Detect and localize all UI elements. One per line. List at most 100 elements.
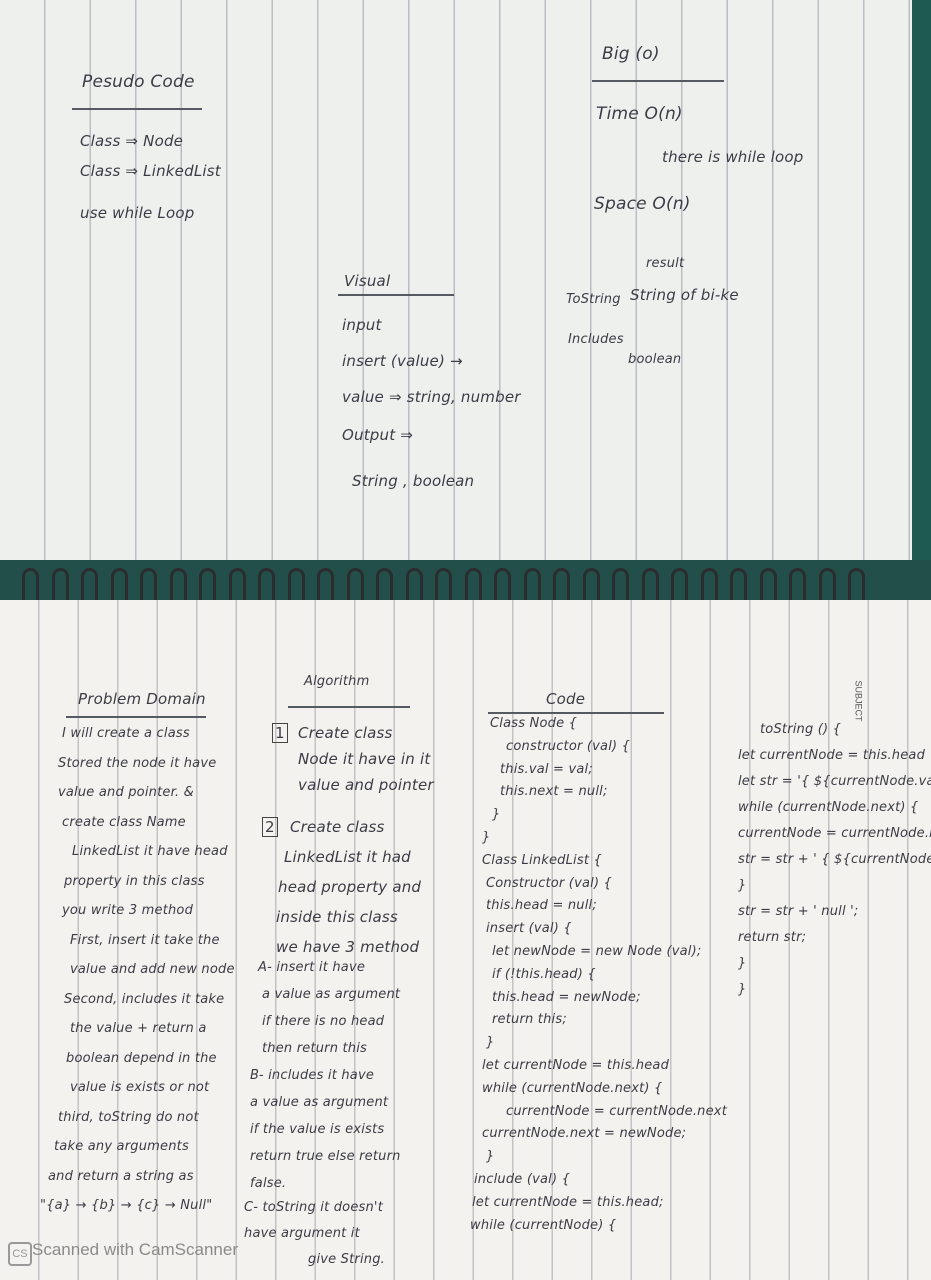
tostring-code-line-11: } bbox=[738, 982, 747, 997]
tostring-code-line-5: currentNode = currentNode.next bbox=[738, 826, 931, 841]
code-line-6: } bbox=[482, 830, 491, 845]
pseudo-line-3: use while Loop bbox=[80, 204, 195, 222]
time-note: there is while loop bbox=[662, 148, 804, 166]
problem-domain-line-1: I will create a class bbox=[62, 726, 190, 741]
algorithm-step-2-line-2: LinkedList it had bbox=[284, 848, 411, 866]
code-line-22: let currentNode = this.head; bbox=[472, 1194, 664, 1210]
includes-label: Includes bbox=[568, 332, 624, 347]
visual-line-2: insert (value) → bbox=[342, 352, 463, 370]
top-notebook-page: Pesudo Code Class ⇒ Node Class ⇒ LinkedL… bbox=[0, 0, 912, 560]
code-title: Code bbox=[546, 690, 586, 708]
problem-domain-line-8: First, insert it take the bbox=[70, 932, 220, 948]
code-line-16: let currentNode = this.head bbox=[482, 1058, 670, 1073]
code-line-3: this.val = val; bbox=[500, 761, 593, 777]
tostring-code-line-4: while (currentNode.next) { bbox=[738, 800, 919, 815]
visual-line-3: value ⇒ string, number bbox=[342, 388, 521, 406]
visual-line-4: Output ⇒ bbox=[342, 426, 414, 444]
camscanner-watermark: Scanned with CamScanner bbox=[32, 1240, 239, 1259]
code-line-14: return this; bbox=[492, 1012, 567, 1028]
space-complexity: Space O(n) bbox=[594, 194, 691, 214]
tostring-result: String of bi-ke bbox=[630, 286, 739, 304]
algorithm-tostring-line-3: give String. bbox=[308, 1252, 386, 1267]
code-line-21: include (val) { bbox=[474, 1172, 571, 1187]
problem-domain-line-16: and return a string as bbox=[48, 1168, 194, 1184]
problem-domain-line-2: Stored the node it have bbox=[58, 755, 217, 771]
big-o-underline bbox=[592, 80, 724, 82]
step-2-box: 2 bbox=[262, 817, 278, 837]
code-line-23: while (currentNode) { bbox=[470, 1217, 617, 1233]
algorithm-insert-line-3: if there is no head bbox=[262, 1014, 385, 1029]
code-line-1: Class Node { bbox=[490, 716, 578, 731]
code-line-8: Constructor (val) { bbox=[486, 875, 613, 891]
algorithm-step-1-line-1: Create class bbox=[298, 724, 393, 742]
code-line-10: insert (val) { bbox=[486, 921, 572, 937]
algorithm-step-2-line-3: head property and bbox=[278, 878, 422, 896]
code-line-20: } bbox=[486, 1149, 495, 1165]
code-underline bbox=[488, 712, 664, 714]
code-line-7: Class LinkedList { bbox=[482, 852, 602, 868]
algorithm-insert-line-4: then return this bbox=[262, 1041, 368, 1056]
code-line-5: } bbox=[492, 807, 501, 823]
problem-domain-title: Problem Domain bbox=[78, 690, 206, 708]
tostring-code-line-1: toString () { bbox=[760, 722, 842, 737]
code-line-11: let newNode = new Node (val); bbox=[492, 944, 702, 959]
algorithm-title: Algorithm bbox=[304, 674, 370, 689]
problem-domain-line-4: create class Name bbox=[62, 814, 186, 830]
problem-domain-line-15: take any arguments bbox=[54, 1139, 189, 1154]
pseudo-code-underline bbox=[72, 108, 202, 110]
time-complexity: Time O(n) bbox=[596, 104, 683, 124]
algorithm-includes-line-2: a value as argument bbox=[250, 1095, 389, 1110]
pseudo-code-title: Pesudo Code bbox=[82, 72, 195, 92]
tostring-code-line-6: str = str + ' { ${currentNode.val} } bbox=[738, 852, 931, 867]
code-line-17: while (currentNode.next) { bbox=[482, 1080, 663, 1096]
tostring-code-line-7: } bbox=[738, 878, 747, 893]
tostring-label: ToString bbox=[566, 292, 621, 307]
problem-domain-line-17: "{a} → {b} → {c} → Null" bbox=[40, 1198, 213, 1213]
code-line-2: constructor (val) { bbox=[506, 738, 631, 754]
visual-underline bbox=[338, 294, 454, 296]
algorithm-step-1-line-3: value and pointer bbox=[298, 776, 434, 794]
code-line-13: this.head = newNode; bbox=[492, 989, 641, 1005]
problem-domain-line-3: value and pointer. & bbox=[58, 785, 194, 800]
tostring-code-line-2: let currentNode = this.head bbox=[738, 748, 926, 763]
algorithm-includes-line-4: return true else return bbox=[250, 1149, 401, 1164]
algorithm-insert-line-2: a value as argument bbox=[262, 987, 401, 1002]
algorithm-step-2-line-4: inside this class bbox=[276, 908, 398, 926]
visual-title: Visual bbox=[344, 272, 391, 290]
problem-domain-line-12: boolean depend in the bbox=[66, 1050, 217, 1066]
includes-result: boolean bbox=[628, 352, 682, 367]
code-line-12: if (!this.head) { bbox=[492, 966, 596, 982]
tostring-code-line-9: return str; bbox=[738, 930, 807, 945]
code-line-19: currentNode.next = newNode; bbox=[482, 1126, 687, 1142]
code-line-9: this.head = null; bbox=[486, 898, 597, 914]
code-line-4: this.next = null; bbox=[500, 784, 608, 800]
algorithm-includes-line-3: if the value is exists bbox=[250, 1122, 385, 1137]
problem-domain-line-5: LinkedList it have head bbox=[72, 844, 228, 859]
tostring-code-line-3: let str = '{ ${currentNode.val} }'; bbox=[738, 774, 931, 789]
code-line-15: } bbox=[486, 1035, 495, 1051]
problem-domain-line-10: Second, includes it take bbox=[64, 991, 225, 1007]
problem-domain-line-11: the value + return a bbox=[70, 1021, 207, 1036]
camscanner-logo-icon: CS bbox=[8, 1242, 32, 1266]
algorithm-includes-line-1: B- includes it have bbox=[250, 1068, 375, 1083]
problem-domain-line-7: you write 3 method bbox=[62, 903, 194, 918]
algorithm-step-1-number: 1 bbox=[272, 723, 288, 743]
algorithm-step-2-number: 2 bbox=[262, 817, 278, 837]
algorithm-insert-line-1: A- insert it have bbox=[258, 960, 366, 975]
algorithm-tostring-line-2: have argument it bbox=[244, 1226, 360, 1241]
tostring-code-line-10: } bbox=[738, 956, 747, 971]
algorithm-includes-line-5: false. bbox=[250, 1176, 287, 1191]
result-label: result bbox=[646, 256, 685, 271]
pseudo-line-1: Class ⇒ Node bbox=[80, 132, 184, 150]
big-o-title: Big (o) bbox=[602, 44, 660, 64]
algorithm-step-1-line-2: Node it have in it bbox=[298, 750, 431, 768]
problem-domain-line-6: property in this class bbox=[64, 873, 205, 889]
problem-domain-line-14: third, toString do not bbox=[58, 1109, 199, 1125]
step-1-box: 1 bbox=[272, 723, 288, 743]
tostring-code-line-8: str = str + ' null '; bbox=[738, 904, 859, 919]
algorithm-tostring-line-1: C- toString it doesn't bbox=[244, 1200, 384, 1215]
visual-line-1: input bbox=[342, 316, 382, 334]
algorithm-underline bbox=[288, 706, 410, 708]
problem-domain-underline bbox=[66, 716, 206, 718]
